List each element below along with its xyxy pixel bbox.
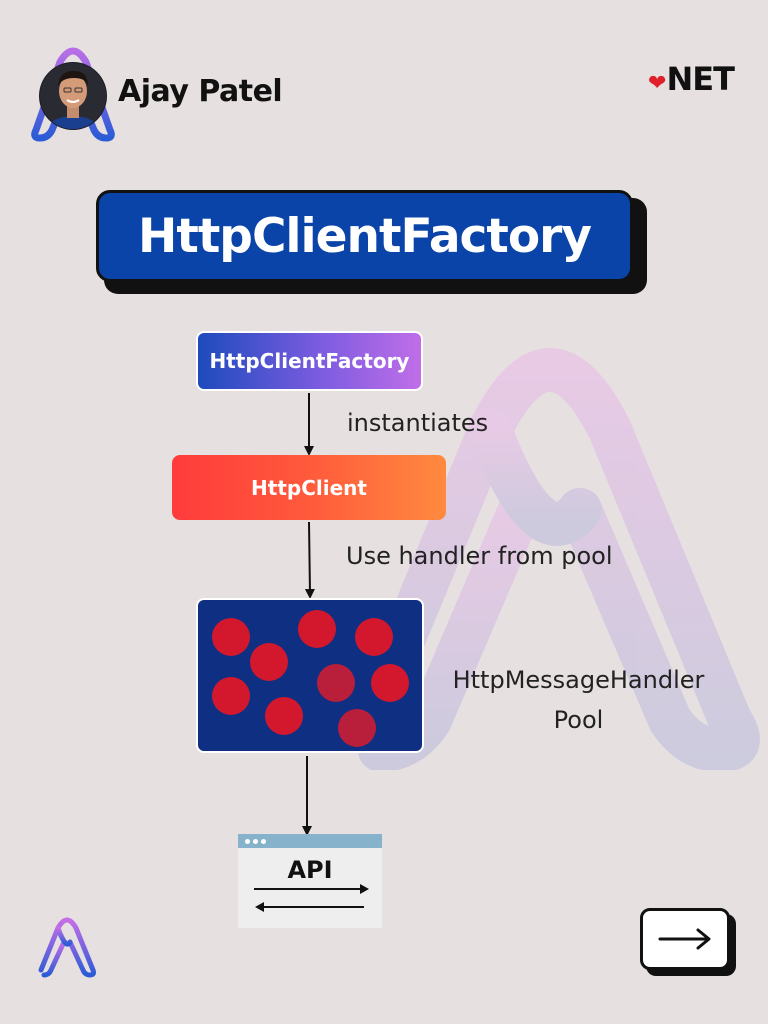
brand-logo-icon xyxy=(38,917,97,978)
node-httpclient: HttpClient xyxy=(172,455,446,520)
heart-icon: ❤ xyxy=(648,70,666,96)
node-httpclientfactory-label: HttpClientFactory xyxy=(209,349,410,373)
handler-dot xyxy=(250,643,288,681)
title-banner: HttpClientFactory xyxy=(96,190,633,282)
pool-label-line2: Pool xyxy=(553,706,604,734)
pool-label: HttpMessageHandler Pool xyxy=(436,660,721,740)
next-button[interactable] xyxy=(640,908,730,970)
arrow-client-to-pool xyxy=(304,521,315,599)
node-httpclientfactory: HttpClientFactory xyxy=(196,331,423,391)
window-dot xyxy=(261,839,266,844)
handler-dot xyxy=(317,664,355,702)
author-name: Ajay Patel xyxy=(118,74,283,109)
node-httpclient-label: HttpClient xyxy=(251,475,367,500)
window-dot xyxy=(253,839,258,844)
handler-dot xyxy=(265,697,303,735)
api-window-bar xyxy=(238,834,382,848)
page-title: HttpClientFactory xyxy=(138,208,592,264)
api-card: API xyxy=(238,834,382,928)
handler-dot xyxy=(338,709,376,747)
dotnet-brand: ❤ NET xyxy=(648,60,735,98)
handler-dot xyxy=(212,618,250,656)
node-handler-pool xyxy=(196,598,424,753)
handler-dot xyxy=(355,618,393,656)
request-response-arrows-icon xyxy=(254,884,369,912)
edge-label-instantiates: instantiates xyxy=(347,409,489,437)
api-label: API xyxy=(287,856,333,884)
arrow-right-icon xyxy=(658,928,711,950)
handler-dot xyxy=(298,610,336,648)
handler-dot xyxy=(371,664,409,702)
handler-dot xyxy=(212,677,250,715)
edge-label-use-handler: Use handler from pool xyxy=(346,542,613,570)
pool-label-line1: HttpMessageHandler xyxy=(452,666,705,694)
brand-text: NET xyxy=(666,60,734,98)
author-avatar xyxy=(30,44,116,144)
window-dot xyxy=(245,839,250,844)
